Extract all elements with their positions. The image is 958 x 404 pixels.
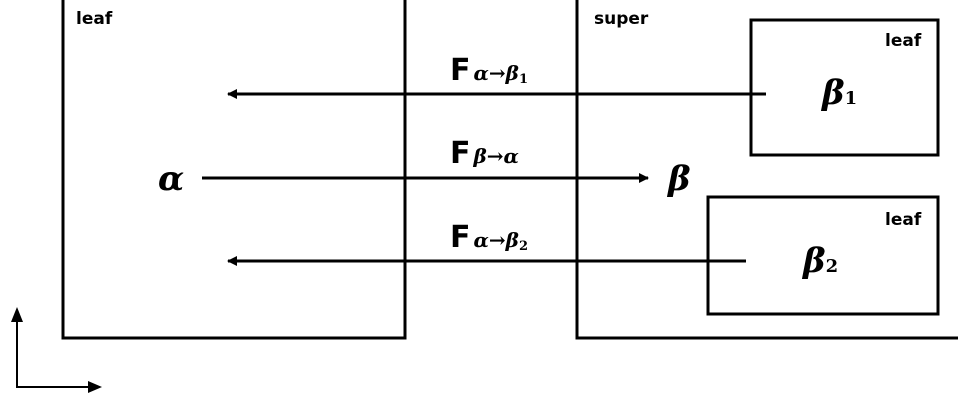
left-leaf-label: leaf — [76, 9, 113, 29]
alpha-symbol: α — [158, 159, 184, 199]
left-leaf-box: leaf — [61, 0, 407, 340]
super-label: super — [594, 9, 649, 29]
beta-symbol: β — [666, 159, 691, 199]
beta1-leaf-label: leaf — [885, 31, 922, 51]
axis-right-arrow-icon — [88, 381, 102, 393]
beta2-leaf-label: leaf — [885, 210, 922, 230]
axes-indicator — [11, 307, 102, 393]
beta2-leaf-box: leaf — [706, 195, 940, 316]
beta2-symbol: β2 — [801, 241, 838, 281]
beta1-leaf-box: leaf — [749, 18, 940, 157]
axis-up-arrow-icon — [11, 307, 23, 322]
super-box: super — [575, 0, 958, 340]
beta1-symbol: β1 — [820, 73, 857, 113]
